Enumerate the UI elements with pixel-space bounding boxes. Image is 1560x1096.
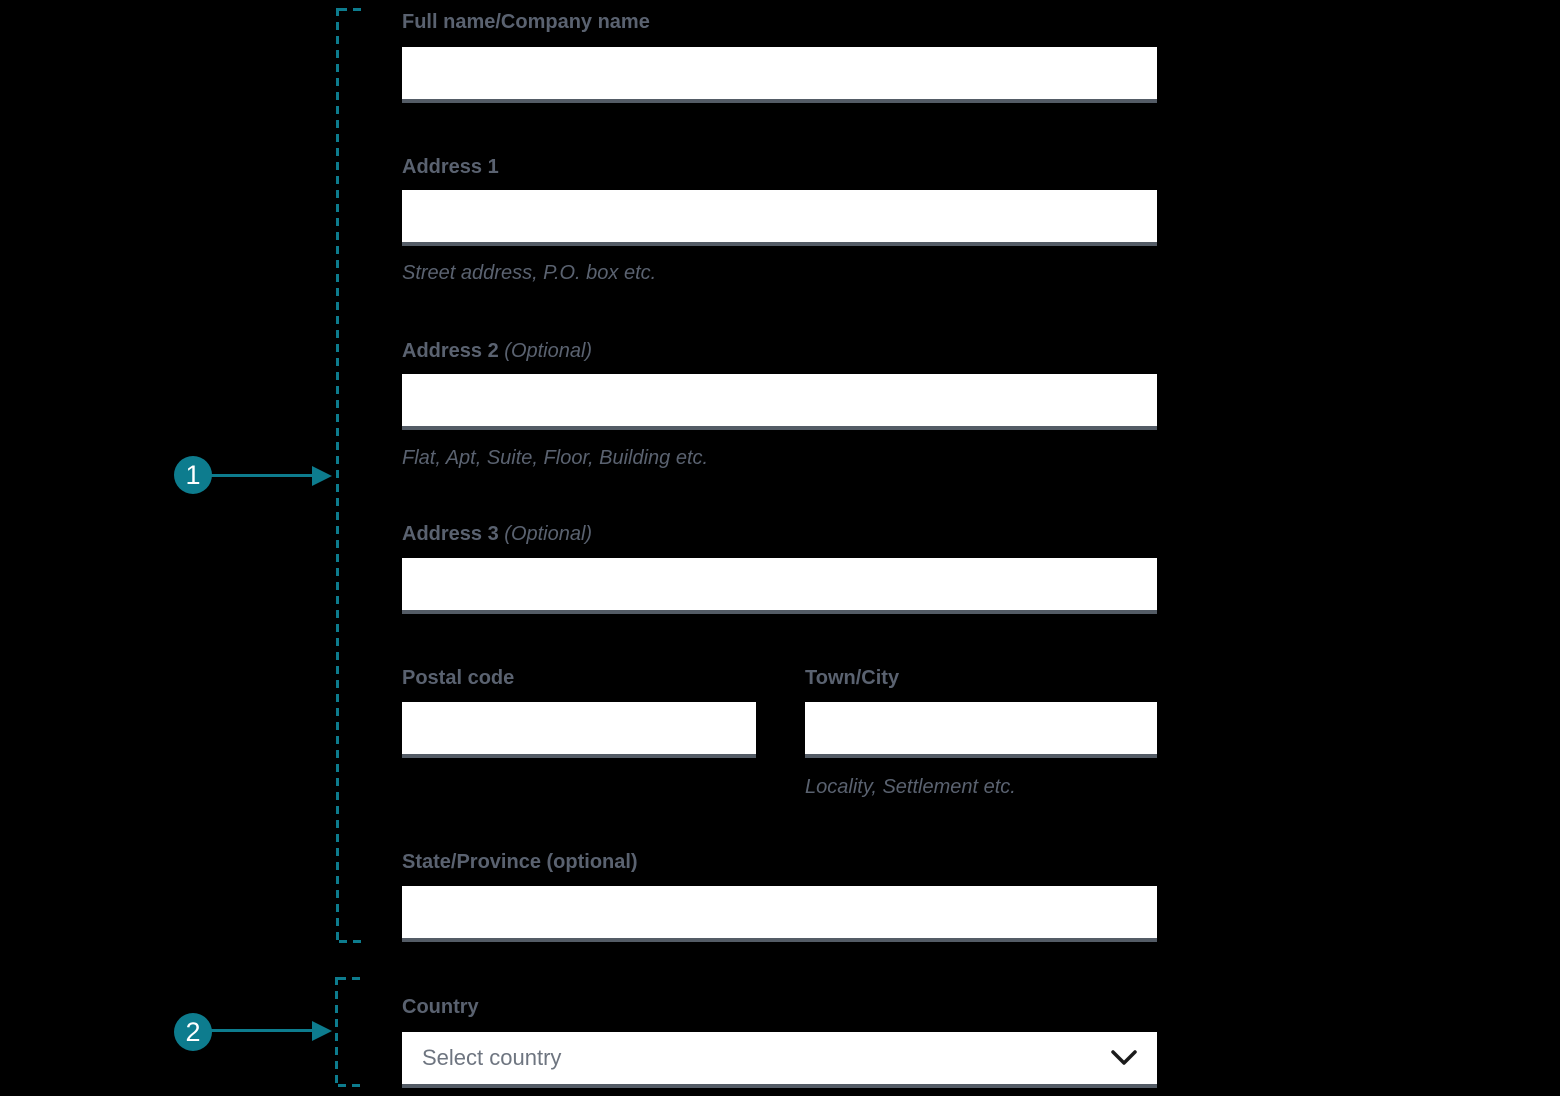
group2-bracket-bottom-tick: [338, 1084, 366, 1087]
address1-input[interactable]: [402, 190, 1157, 246]
country-label: Country: [402, 996, 479, 1018]
address1-hint: Street address, P.O. box etc.: [402, 262, 657, 284]
group2-bracket-line: [335, 977, 338, 1086]
full-name-label: Full name/Company name: [402, 11, 650, 33]
postal-code-input[interactable]: [402, 702, 756, 758]
address3-optional-suffix: (Optional): [504, 523, 593, 545]
country-select[interactable]: Select country: [402, 1032, 1157, 1088]
country-select-value: Select country: [422, 1045, 562, 1070]
group1-bracket-top-tick: [339, 8, 367, 11]
state-province-input[interactable]: [402, 886, 1157, 942]
address2-input[interactable]: [402, 374, 1157, 430]
full-name-input[interactable]: [402, 47, 1157, 103]
marker-2-arrow-head-icon: [312, 1021, 332, 1041]
marker-1-arrow-head-icon: [312, 466, 332, 486]
address3-label-text: Address 3: [402, 523, 499, 545]
town-city-input[interactable]: [805, 702, 1157, 758]
state-province-label: State/Province (optional): [402, 851, 638, 873]
address2-optional-suffix: (Optional): [504, 340, 593, 362]
group1-bracket-line: [336, 8, 339, 943]
group2-bracket-top-tick: [338, 977, 366, 980]
marker-2-badge: 2: [174, 1013, 212, 1051]
marker-1-badge: 1: [174, 456, 212, 494]
address3-label: Address 3 (Optional): [402, 522, 592, 546]
address2-label-text: Address 2: [402, 340, 499, 362]
marker-1-arrow-line: [209, 474, 314, 477]
group1-bracket-bottom-tick: [339, 940, 367, 943]
marker-2-arrow-line: [209, 1029, 314, 1032]
address3-input[interactable]: [402, 558, 1157, 614]
town-city-label: Town/City: [805, 667, 900, 689]
postal-code-label: Postal code: [402, 667, 515, 689]
town-city-hint: Locality, Settlement etc.: [805, 776, 1016, 798]
marker-1-number: 1: [185, 459, 201, 490]
chevron-down-icon: [1111, 1050, 1137, 1066]
address1-label: Address 1: [402, 156, 499, 178]
address2-hint: Flat, Apt, Suite, Floor, Building etc.: [402, 447, 709, 469]
address2-label: Address 2 (Optional): [402, 339, 592, 363]
marker-2-number: 2: [185, 1016, 201, 1047]
